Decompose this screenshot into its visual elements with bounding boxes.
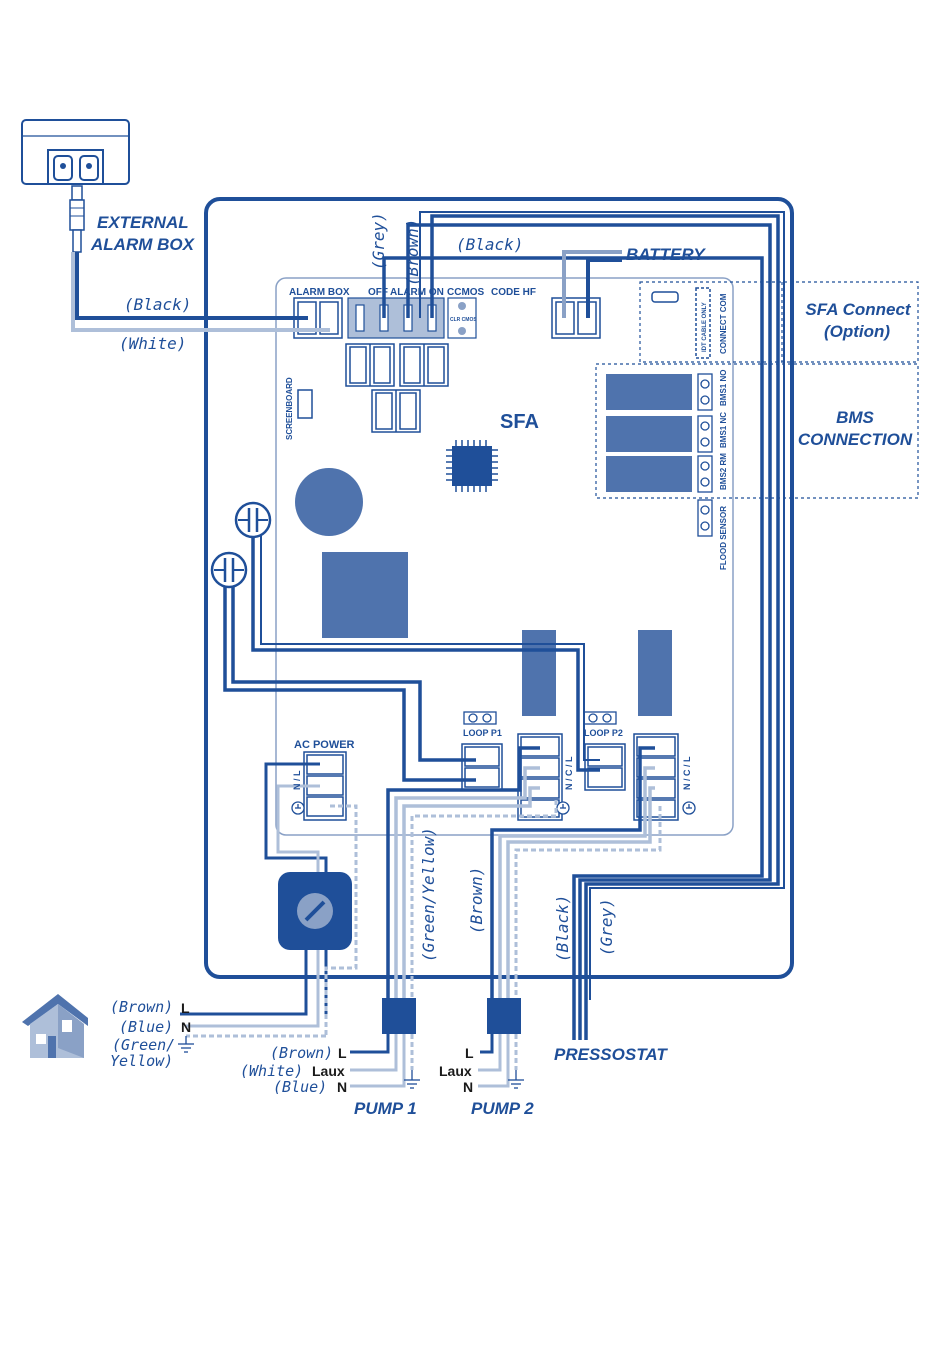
microcontroller-chip <box>446 440 498 492</box>
ncl-label-1: N / C / L <box>564 756 574 790</box>
sfa-board-label: SFA <box>500 411 539 433</box>
pump1-cable-gland <box>382 998 416 1034</box>
loop-p2-jumper <box>583 711 617 725</box>
pump1-l-label: L <box>338 1045 347 1061</box>
ground-icon <box>178 1036 524 1089</box>
loop-p2-terminal <box>584 743 626 791</box>
pump2-n-label: N <box>463 1079 473 1095</box>
flood-sensor-label: FLOOD SENSOR <box>719 506 728 570</box>
mains-blue-label: (Blue) <box>119 1018 173 1036</box>
clr-cmos-label: CLR CMOS <box>450 317 477 323</box>
bms-relays <box>606 374 692 492</box>
pump1-laux-label: Laux <box>312 1063 345 1079</box>
external-alarm-label-2: ALARM BOX <box>90 235 196 254</box>
ncl-label-2: N / C / L <box>682 756 692 790</box>
battery-connector <box>551 297 601 339</box>
grey-pressostat-wire-label: (Grey) <box>597 898 616 956</box>
sfa-connect-label-1: SFA Connect <box>805 300 911 319</box>
loop-p2-label: LOOP P2 <box>584 728 623 738</box>
bms-label-1: BMS <box>836 408 874 427</box>
connect-com-label: CONNECT COM <box>719 293 728 354</box>
probe-icon <box>234 501 272 539</box>
mains-n-label: N <box>181 1019 191 1035</box>
contactor-p2 <box>638 630 672 716</box>
screenboard-connector <box>297 389 313 419</box>
ac-power-label: AC POWER <box>294 739 355 751</box>
pump2-laux-label: Laux <box>439 1063 472 1079</box>
alarm-box-board-label: ALARM BOX <box>289 287 350 298</box>
loop-p1-jumper <box>463 711 497 725</box>
pressostat-label: PRESSOSTAT <box>554 1045 668 1064</box>
relay-blocks <box>345 343 449 433</box>
black-pressostat-wire-label: (Black) <box>553 895 572 962</box>
black-top-wire-label: (Black) <box>456 235 523 254</box>
ccmos-jumper <box>447 297 477 339</box>
loop-p1-terminal <box>461 743 503 791</box>
pump2-l-label: L <box>465 1045 474 1061</box>
pump2-label: PUMP 2 <box>471 1099 534 1118</box>
bms1-nc-label: BMS1 NC <box>719 412 728 448</box>
contactor-p1 <box>522 630 556 716</box>
bms1-no-label: BMS1 NO <box>719 370 728 406</box>
green-yellow-wire-label: (Green/Yellow) <box>419 827 438 962</box>
brown-top-wire-label: (Brown) <box>403 219 422 286</box>
screenboard-label: SCREENBOARD <box>285 377 294 440</box>
mains-yellow-label: Yellow) <box>110 1052 173 1070</box>
probe-icon <box>210 551 248 589</box>
pump1-n-label: N <box>337 1079 347 1095</box>
idt-cable-label: IDT CABLE ONLY <box>702 302 708 352</box>
ccmos-label: CCMOS <box>447 287 485 298</box>
grey-top-wire-label: (Grey) <box>369 212 388 270</box>
bms2-rm-label: BMS2 RM <box>719 453 728 490</box>
external-alarm-label-1: EXTERNAL <box>97 213 189 232</box>
pump2-cable-gland <box>487 998 521 1034</box>
bms-terminals <box>697 373 713 537</box>
black-alarm-wire-label: (Black) <box>124 295 191 314</box>
pump1-blue-label: (Blue) <box>273 1078 327 1096</box>
bms-label-2: CONNECTION <box>798 430 913 449</box>
loop-p1-label: LOOP P1 <box>463 728 502 738</box>
transformer <box>322 552 408 638</box>
main-switch <box>278 872 352 950</box>
house-icon <box>22 994 88 1058</box>
pump1-label: PUMP 1 <box>354 1099 417 1118</box>
mains-brown-label: (Brown) <box>110 998 173 1016</box>
mains-green-label: (Green/ <box>112 1036 175 1054</box>
nl-label: N / L <box>292 770 302 790</box>
pump1-brown-label: (Brown) <box>270 1044 333 1062</box>
pump1-white-label: (White) <box>240 1062 303 1080</box>
white-alarm-wire-label: (White) <box>119 334 186 353</box>
brown-p2-wire-label: (Brown) <box>467 867 486 934</box>
capacitor <box>295 468 363 536</box>
battery-label: BATTERY <box>626 245 706 264</box>
sfa-connect-label-2: (Option) <box>824 322 890 341</box>
mains-l-label: L <box>181 1000 190 1016</box>
off-label: OFF <box>368 287 388 298</box>
alarm-on-label: ALARM ON <box>390 287 444 298</box>
code-hf-label: CODE HF <box>491 287 536 298</box>
alarm-output-connector <box>347 297 445 339</box>
external-alarm-box-device <box>21 119 130 253</box>
